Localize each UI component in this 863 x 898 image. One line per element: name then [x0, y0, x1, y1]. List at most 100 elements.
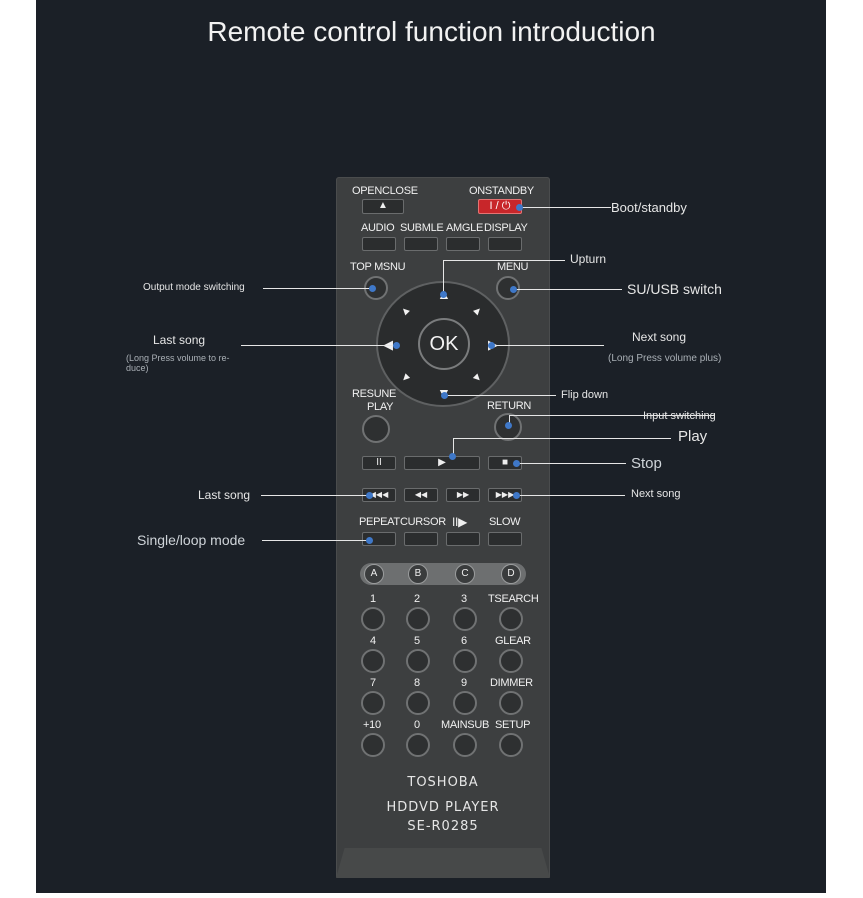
single-loop-annotation: Single/loop mode [137, 532, 246, 548]
b-button[interactable]: B [408, 564, 428, 584]
next-song-annotation: Next song [632, 330, 687, 344]
next-song-note: (Long Press volume plus) [608, 353, 722, 364]
onstandby-label: ONSTANDBY [469, 185, 534, 197]
ok-button[interactable]: OK [418, 318, 470, 370]
audio-label: AUDIO [361, 222, 395, 234]
next-song-marker [488, 342, 495, 349]
audio-button[interactable] [362, 237, 396, 251]
mainsub-label: MAINSUB [441, 719, 490, 731]
clear-button[interactable] [499, 649, 523, 673]
setup-button[interactable] [499, 733, 523, 757]
output-mode-annotation: Output mode switching [143, 282, 245, 293]
cursor-button[interactable] [404, 532, 438, 546]
key-4-button[interactable] [361, 649, 385, 673]
pause-button[interactable]: II [362, 456, 396, 470]
last-song-marker [393, 342, 400, 349]
last-song-2-marker [366, 492, 373, 499]
angle-label: AMGLE [446, 222, 484, 234]
input-leader-vertical [509, 415, 510, 426]
key-9-button[interactable] [453, 691, 477, 715]
boot-marker [516, 204, 523, 211]
next-song-2-leader-line [517, 495, 625, 496]
play-leader-line [453, 438, 671, 439]
key-5-button[interactable] [406, 649, 430, 673]
last-song-note: (Long Press volume to re-duce) [126, 353, 230, 373]
single-loop-leader-line [262, 540, 370, 541]
tsearch-button[interactable] [499, 607, 523, 631]
setup-label: SETUP [495, 719, 531, 731]
resume-play-button[interactable] [362, 415, 390, 443]
flip-down-annotation: Flip down [561, 389, 609, 401]
key-8-button[interactable] [406, 691, 430, 715]
angle-button[interactable] [446, 237, 480, 251]
flip-down-leader-line [445, 395, 556, 396]
repeat-label: PEPEAT [359, 516, 400, 528]
key-3-label: 3 [461, 593, 467, 605]
key-6-label: 6 [461, 635, 467, 647]
last-song-annotation: Last song [153, 333, 206, 347]
clear-label: GLEAR [495, 635, 531, 647]
fast-forward-button[interactable]: ▶▶ [446, 488, 480, 502]
output-mode-leader-line [263, 288, 371, 289]
flip-down-marker [441, 392, 448, 399]
d-button[interactable]: D [501, 564, 521, 584]
openclose-label: OPENCLOSE [352, 185, 418, 197]
brand-label: TOSHOBA [407, 775, 479, 790]
key-7-button[interactable] [361, 691, 385, 715]
upturn-annotation: Upturn [570, 252, 607, 266]
step-button[interactable] [446, 532, 480, 546]
c-button[interactable]: C [455, 564, 475, 584]
last-song-2-leader-line [261, 495, 369, 496]
key-2-label: 2 [414, 593, 420, 605]
key-8-label: 8 [414, 677, 420, 689]
stop-button[interactable]: ■ [488, 456, 522, 470]
play-marker [449, 453, 456, 460]
key-3-button[interactable] [453, 607, 477, 631]
plus-10-button[interactable] [361, 733, 385, 757]
key-6-button[interactable] [453, 649, 477, 673]
display-button[interactable] [488, 237, 522, 251]
next-song-2-marker [513, 492, 520, 499]
display-label: DISPLAY [484, 222, 528, 234]
su-usb-marker [510, 286, 517, 293]
left-arrow-icon[interactable]: ◀ [383, 337, 393, 353]
page-title: Remote control function introduction [207, 16, 656, 47]
slow-button[interactable] [488, 532, 522, 546]
cursor-label: CURSOR [400, 516, 446, 528]
tsearch-label: TSEARCH [488, 593, 539, 605]
output-mode-marker [369, 285, 376, 292]
single-loop-marker [366, 537, 373, 544]
stop-marker [513, 460, 520, 467]
slow-label: SLOW [489, 516, 521, 528]
key-1-label: 1 [370, 593, 376, 605]
model-name-label: HDDVD PLAYER [386, 800, 500, 815]
play-annotation: Play [678, 428, 708, 445]
subtitle-button[interactable] [404, 237, 438, 251]
stop-leader-line [516, 463, 626, 464]
last-song-2-annotation: Last song [198, 488, 251, 502]
key-5-label: 5 [414, 635, 420, 647]
remote-control-base [336, 848, 550, 878]
power-button[interactable]: I / ⏻ [478, 199, 522, 214]
play-button[interactable]: ▶ [404, 456, 480, 470]
a-button[interactable]: A [364, 564, 384, 584]
subtitle-label: SUBMLE [400, 222, 444, 234]
rewind-button[interactable]: ◀◀ [404, 488, 438, 502]
boot-leader-line [519, 207, 611, 208]
key-0-button[interactable] [406, 733, 430, 757]
key-9-label: 9 [461, 677, 467, 689]
su-usb-leader-line [516, 289, 622, 290]
dimmer-button[interactable] [499, 691, 523, 715]
mainsub-button[interactable] [453, 733, 477, 757]
input-switching-marker [505, 422, 512, 429]
eject-button[interactable]: ▲ [362, 199, 404, 214]
key-1-button[interactable] [361, 607, 385, 631]
key-2-button[interactable] [406, 607, 430, 631]
key-0-label: 0 [414, 719, 420, 731]
dimmer-label: DIMMER [490, 677, 533, 689]
upturn-leader-line [443, 260, 565, 261]
key-4-label: 4 [370, 635, 376, 647]
step-label: II▶ [452, 515, 467, 529]
stop-annotation: Stop [631, 455, 662, 472]
next-song-2-annotation: Next song [631, 488, 681, 500]
